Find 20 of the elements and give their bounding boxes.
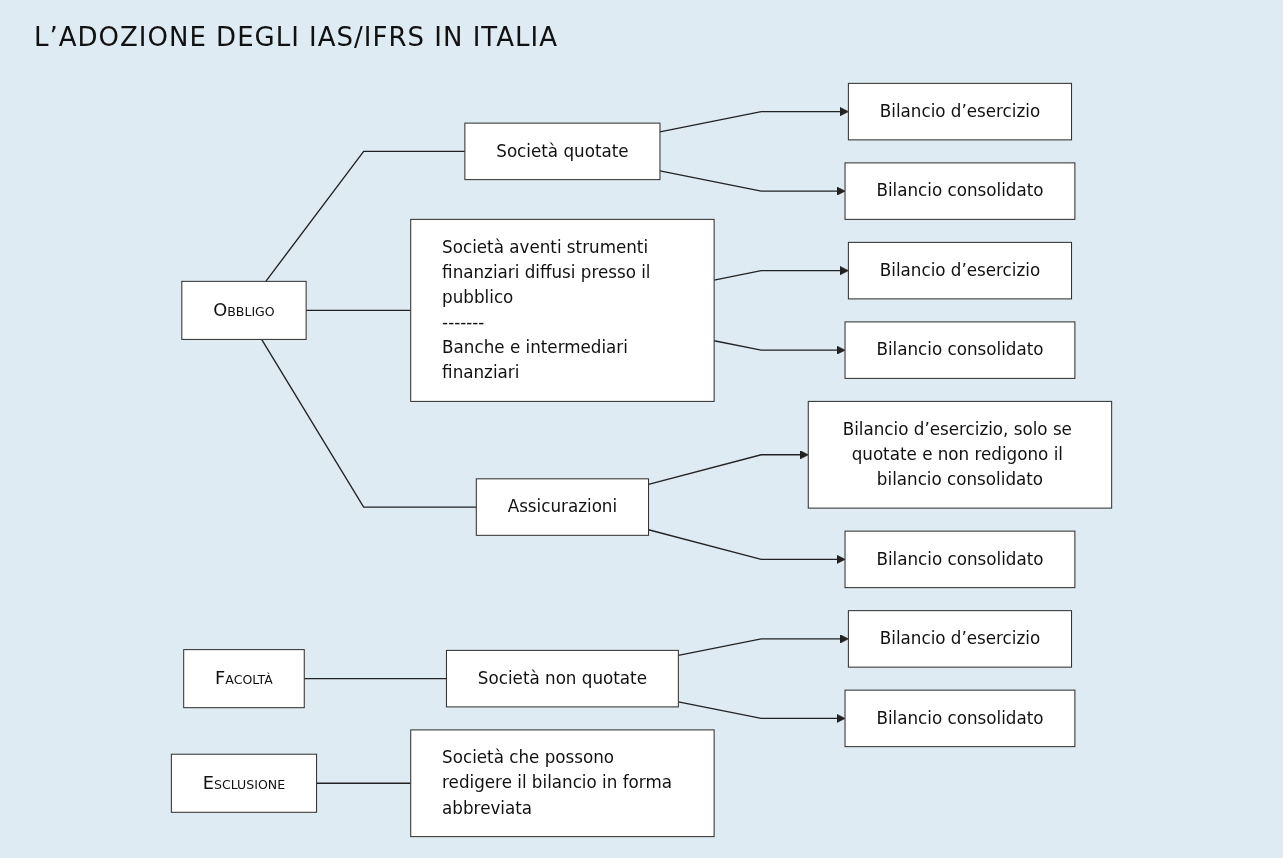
node-box: Bilancio consolidato xyxy=(844,530,1076,589)
node-box: Bilancio d’esercizio xyxy=(847,610,1073,668)
node-box: Esclusione xyxy=(170,753,318,813)
node-box: Società non quotate xyxy=(445,649,679,708)
node-box: Assicurazioni xyxy=(475,478,650,536)
node-box: Obbligo xyxy=(181,280,307,340)
diagram-title: L’ADOZIONE DEGLI IAS/IFRS IN ITALIA xyxy=(34,22,558,52)
node-box: Società che possono redigere il bilancio in forma abbreviata xyxy=(410,729,715,838)
node-box: Facoltà xyxy=(183,649,305,709)
arrow xyxy=(659,107,849,133)
node-box: Società aventi strumenti finanziari diffusi presso il pubblico ------- Banche e intermediari finanziari xyxy=(410,218,715,402)
node-box: Bilancio d’esercizio xyxy=(847,241,1073,300)
node-box: Bilancio consolidato xyxy=(844,162,1076,220)
node-box: Bilancio d’esercizio, solo se quotate e non redigono il bilancio consolidato xyxy=(807,400,1113,509)
arrow xyxy=(659,170,846,196)
node-box: Bilancio consolidato xyxy=(844,689,1076,748)
node-box: Società quotate xyxy=(464,122,661,181)
node-box: Bilancio d’esercizio xyxy=(847,82,1073,141)
connector xyxy=(260,338,477,508)
node-box: Bilancio consolidato xyxy=(844,321,1076,379)
